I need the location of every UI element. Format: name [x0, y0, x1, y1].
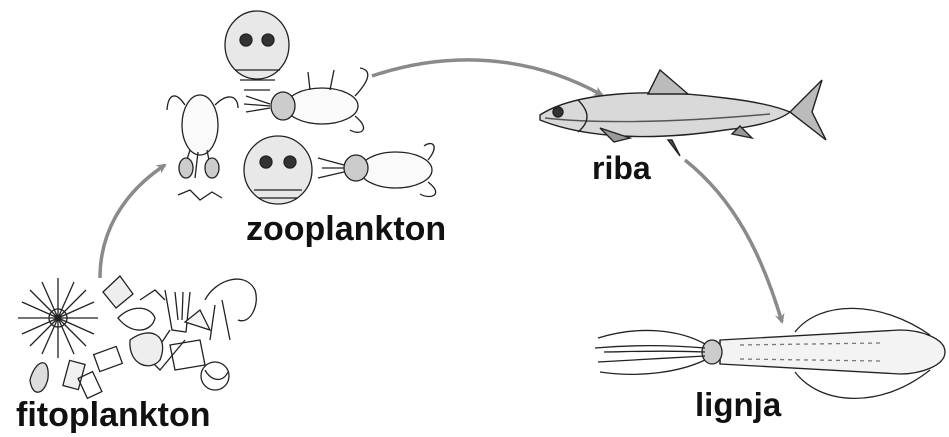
larva-right-icon [318, 144, 436, 197]
label-zooplankton: zooplankton [246, 212, 446, 246]
arrow-phyto-to-zoo [100, 165, 165, 278]
label-squid: lignja [695, 388, 781, 421]
arrow-fish-to-squid [685, 160, 782, 322]
phytoplankton-illustration [18, 276, 256, 398]
zooplankton-illustration [167, 11, 436, 204]
squid-illustration [595, 308, 945, 398]
arrow-zoo-to-fish [372, 60, 602, 95]
zoea-larva-top-icon [225, 11, 289, 90]
fish-illustration [540, 70, 826, 156]
copepod-larva-icon [167, 95, 238, 200]
label-fish: riba [592, 152, 651, 184]
label-phytoplankton: fitoplankton [16, 398, 211, 432]
zoea-larva-bottom-icon [244, 136, 312, 204]
star-diatom-icon [18, 278, 98, 358]
